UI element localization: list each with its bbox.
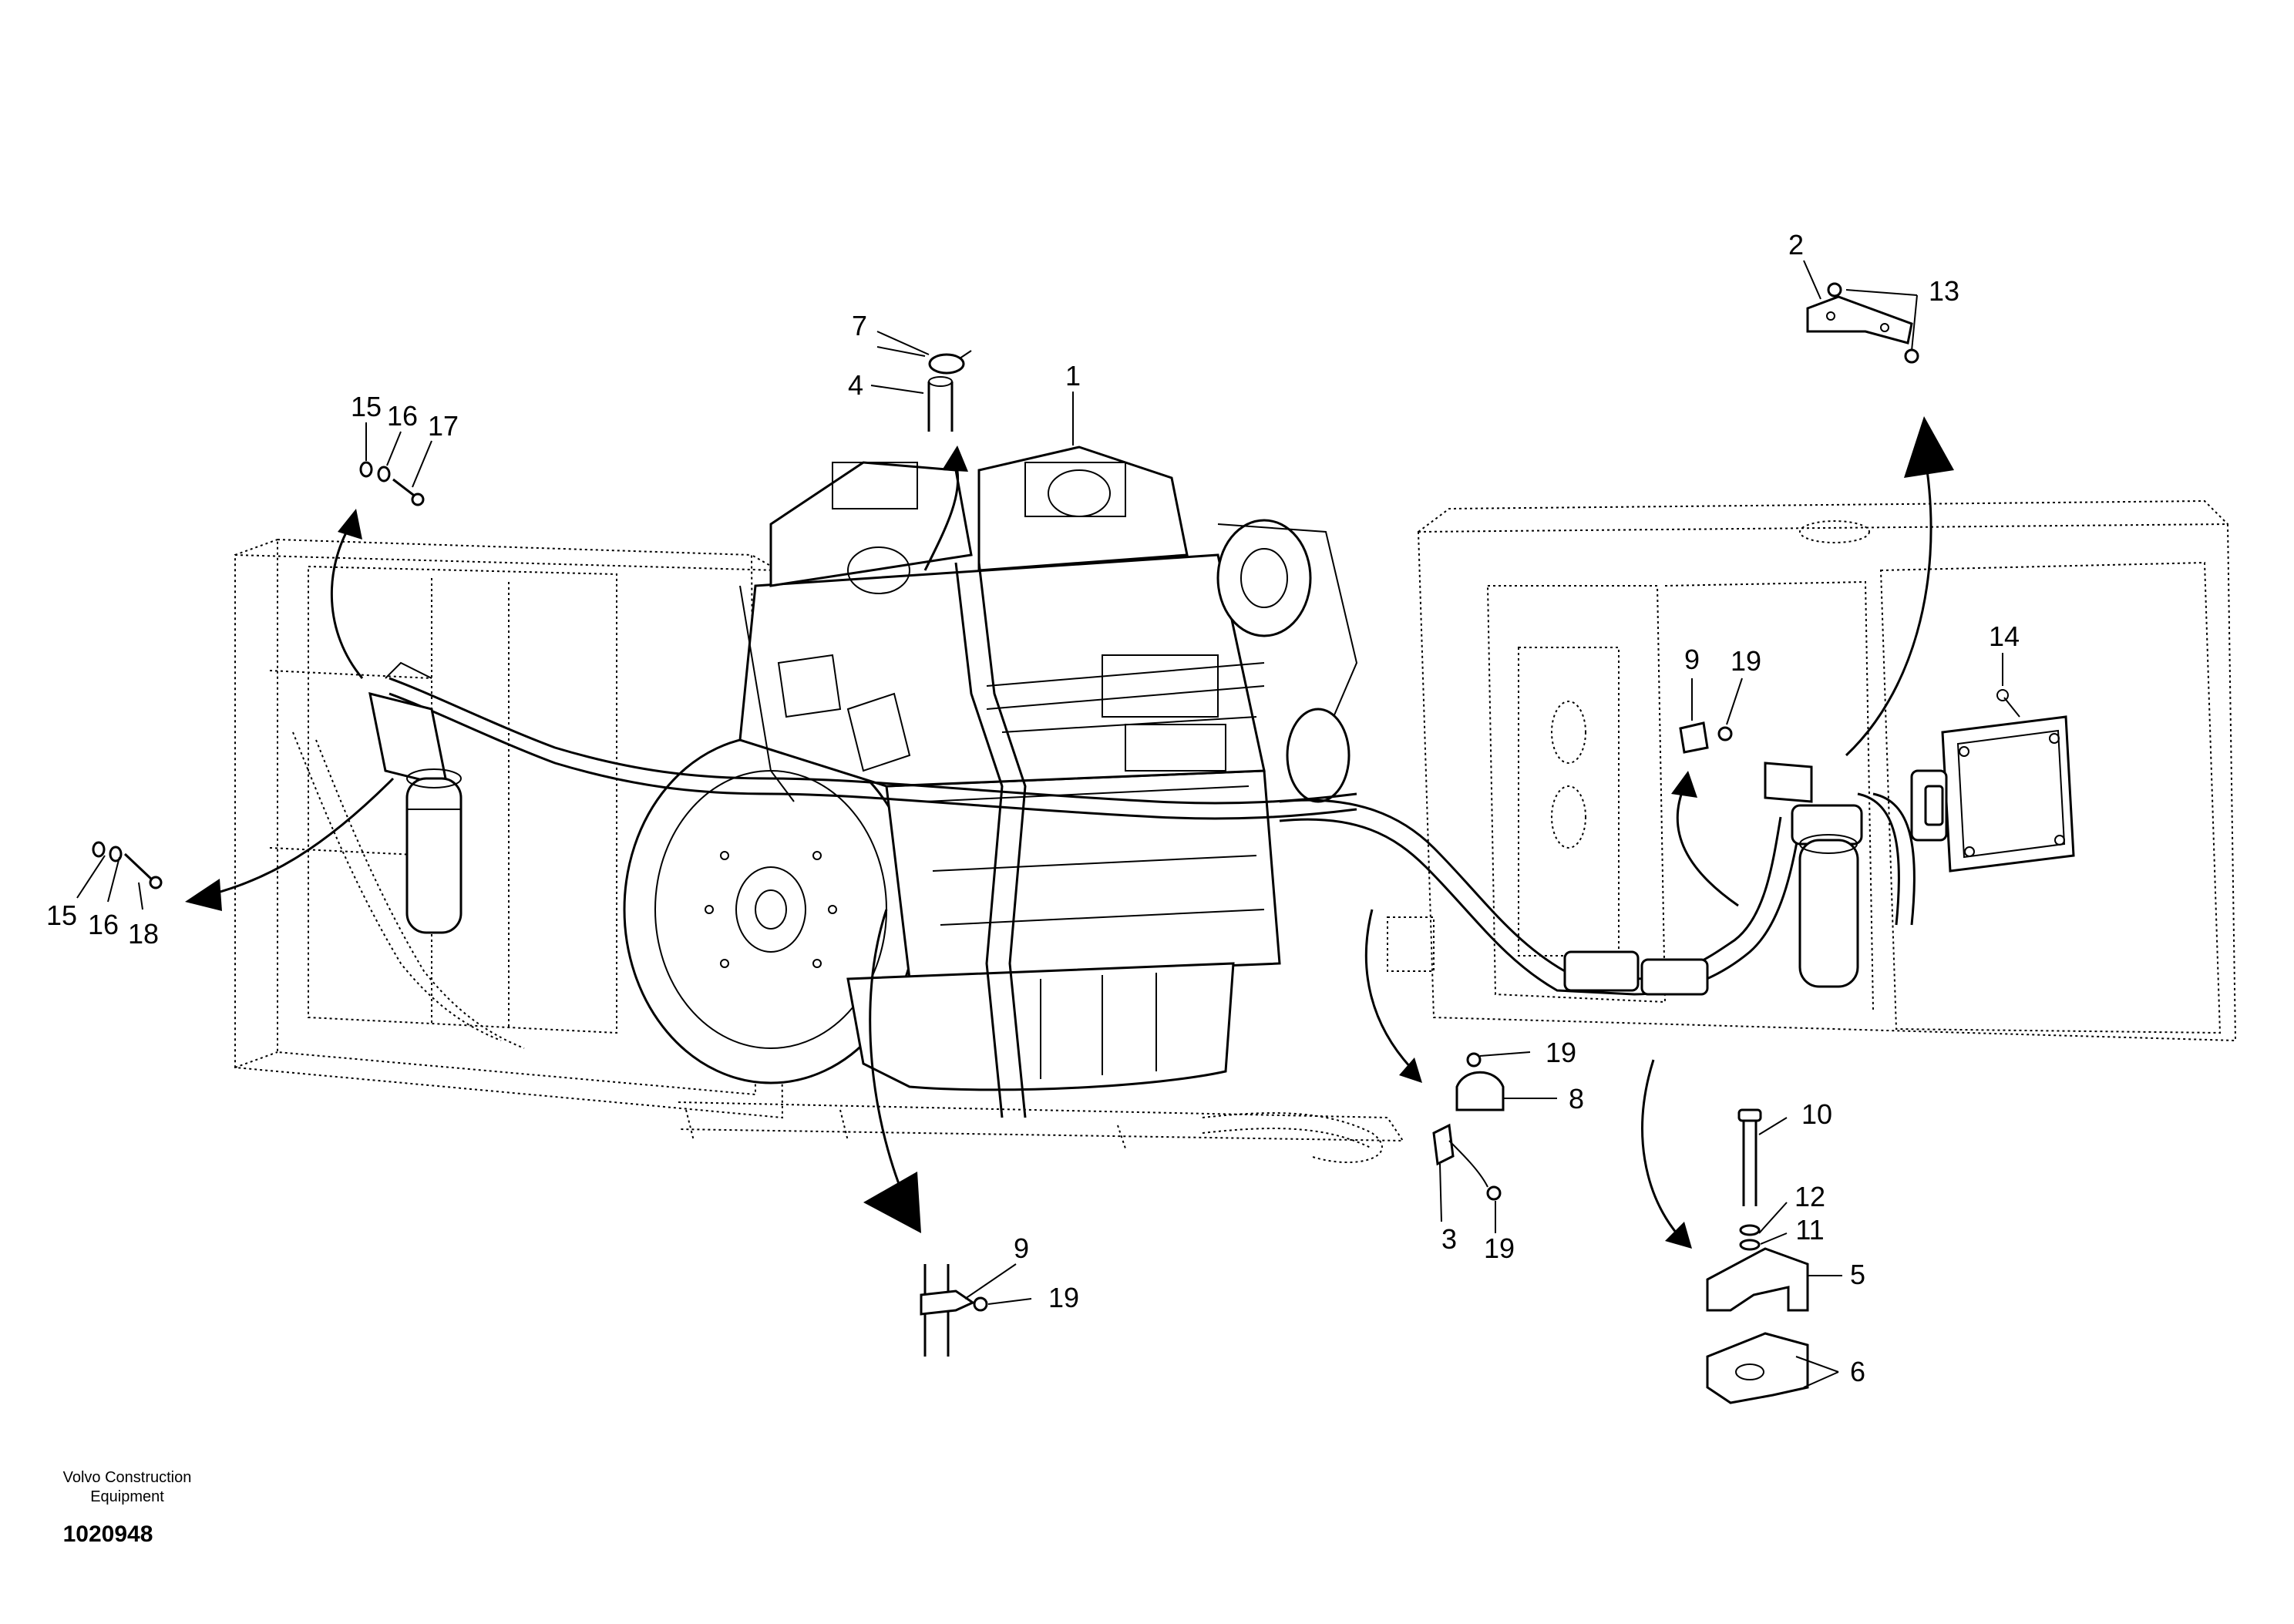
- hose-part-4: [927, 376, 954, 432]
- callout-19-clamp-bottom: 19: [1484, 1232, 1515, 1264]
- bolt-part-13: [1827, 282, 1919, 364]
- callout-labels: 1 2 3 4 5 6 7 8 9 9 10 11 12 13 14 15 15…: [46, 229, 2020, 1387]
- callout-15-upper: 15: [351, 391, 382, 422]
- callout-19-bottom: 19: [1048, 1282, 1079, 1313]
- washer-bolt-set-lower: [92, 841, 163, 889]
- footer: Volvo Construction Equipment 1020948: [63, 1469, 192, 1547]
- callout-6: 6: [1850, 1356, 1865, 1387]
- callout-16-lower: 16: [88, 909, 119, 940]
- arrow-to-mount-set: [1641, 1059, 1692, 1249]
- arrow-to-hose-top: [923, 446, 968, 571]
- callout-8: 8: [1569, 1083, 1584, 1115]
- callout-17: 17: [428, 410, 459, 442]
- right-frame: [1387, 499, 2237, 1042]
- arrow-to-upper-bolts: [330, 509, 364, 679]
- document-number: 1020948: [63, 1521, 153, 1547]
- washer-bolt-set-upper: [359, 461, 425, 506]
- left-fuel-filter: [368, 661, 462, 934]
- callout-14: 14: [1989, 620, 2020, 652]
- callout-2: 2: [1788, 229, 1804, 261]
- callout-7: 7: [852, 310, 867, 341]
- right-fuel-filter: [1764, 762, 1863, 988]
- arrow-to-bracket-2: [1845, 416, 1954, 757]
- callout-10: 10: [1801, 1098, 1832, 1130]
- brand-line-1: Volvo Construction: [63, 1469, 192, 1486]
- callout-5: 5: [1850, 1259, 1865, 1290]
- callout-11: 11: [1795, 1214, 1824, 1246]
- callout-18: 18: [128, 918, 159, 950]
- engine-assembly: [388, 446, 1916, 1118]
- hose-clip-bottom: [920, 1264, 988, 1357]
- brand-line-2: Equipment: [90, 1488, 164, 1505]
- callout-13: 13: [1929, 275, 1959, 307]
- hose-clamp-part-7: [928, 350, 972, 375]
- callout-19-clamp-top: 19: [1546, 1037, 1576, 1068]
- callout-1: 1: [1065, 360, 1081, 392]
- callout-15-lower: 15: [46, 899, 77, 931]
- arrow-to-hose-bottom: [863, 909, 921, 1233]
- leader-lines: [76, 260, 2003, 1388]
- arrow-to-lower-bolts: [185, 777, 395, 911]
- callout-19-right: 19: [1731, 645, 1761, 677]
- callout-12: 12: [1794, 1181, 1825, 1212]
- clip-part-9-right: [1679, 721, 1733, 754]
- clamp-set-part-8: [1432, 1052, 1505, 1201]
- mount-set-part-5-6: [1706, 1108, 1809, 1404]
- callout-4: 4: [848, 369, 863, 401]
- callout-9-bottom: 9: [1014, 1232, 1029, 1264]
- arrow-to-clip-9: [1671, 771, 1739, 907]
- callout-16-upper: 16: [387, 400, 418, 432]
- arrow-to-clamp-set: [1364, 909, 1422, 1083]
- ecu-module: [1910, 689, 2075, 873]
- bracket-part-2: [1806, 295, 1913, 345]
- callout-3: 3: [1441, 1223, 1457, 1255]
- callout-9-right: 9: [1684, 644, 1700, 675]
